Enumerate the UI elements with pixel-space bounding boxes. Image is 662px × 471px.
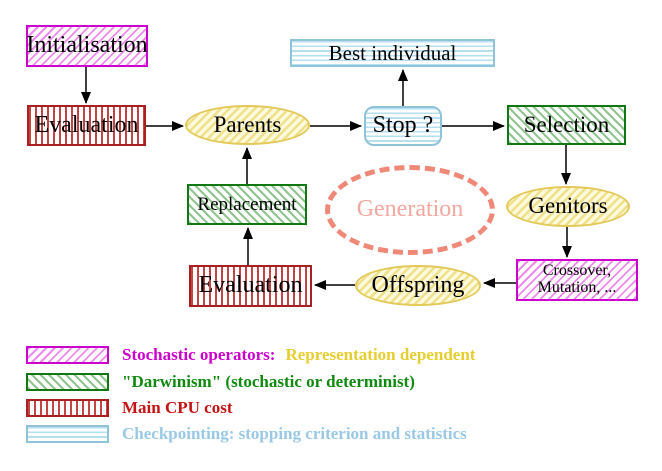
node-parents: Parents [185,105,310,145]
node-replacement: Replacement [187,184,307,225]
legend-label-representation: Representation dependent [285,345,476,364]
crossover-line1: Crossover, [542,262,612,280]
legend-item-stochastic-operators: Stochastic operators: Representation dep… [26,345,475,365]
legend-label-stochastic: Stochastic operators: [122,345,276,364]
legend-item-checkpointing: Checkpointing: stopping criterion and st… [26,424,467,444]
node-stop: Stop ? [364,106,442,146]
legend-item-darwinism: "Darwinism" (stochastic or determinist) [26,372,415,392]
legend-label-checkpointing: Checkpointing: stopping criterion and st… [122,424,467,443]
legend-item-cpu-cost: Main CPU cost [26,398,232,418]
legend-label-cpu-cost: Main CPU cost [122,398,233,417]
cyan-stripes-swatch [26,425,109,443]
green-hatch-swatch [26,373,109,391]
node-crossover-mutation: Crossover, Mutation, ... [516,259,638,301]
red-stripes-swatch [26,399,109,417]
node-generation-loop: Generation [325,165,495,255]
node-evaluation-bottom: Evaluation [189,265,312,307]
node-best-individual: Best individual [290,39,495,67]
legend-label-darwinism: "Darwinism" (stochastic or determinist) [122,372,415,391]
node-genitors: Genitors [506,186,630,227]
node-initialisation: Initialisation [26,25,148,67]
magenta-hatch-swatch [26,346,109,364]
node-evaluation-top: Evaluation [27,105,146,146]
node-offspring: Offspring [355,265,481,306]
crossover-line2: Mutation, ... [537,279,617,296]
node-selection: Selection [507,105,626,145]
